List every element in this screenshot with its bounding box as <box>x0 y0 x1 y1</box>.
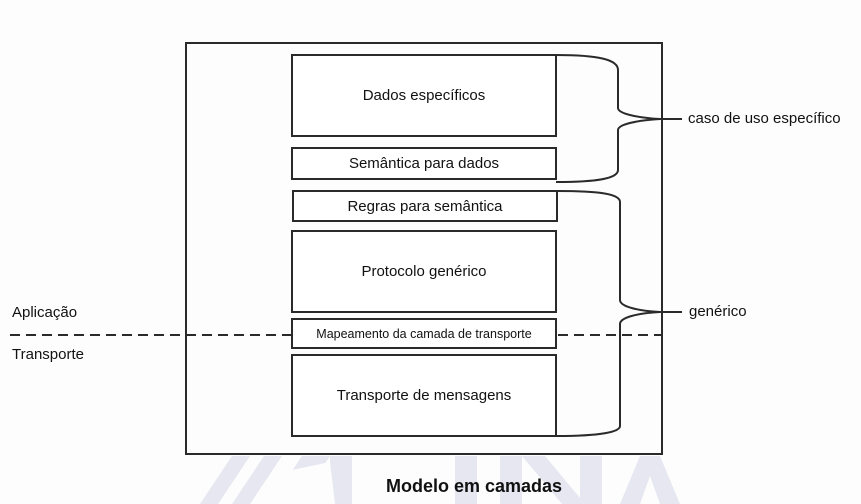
group-label-generico: genérico <box>689 303 747 320</box>
boundary-label-transporte: Transporte <box>12 346 84 363</box>
layer-label: Semântica para dados <box>348 155 500 172</box>
group-label-caso-de-uso-especifico: caso de uso específico <box>688 110 841 127</box>
layer-label: Mapeamento da camada de transporte <box>316 326 532 341</box>
layer-transporte-mensagens: Transporte de mensagens <box>291 354 557 437</box>
watermark-stroke <box>330 456 352 504</box>
watermark-stroke <box>580 456 602 504</box>
watermark-stroke <box>232 456 282 504</box>
layer-semantica-para-dados: Semântica para dados <box>291 147 557 180</box>
boundary-label-aplicacao: Aplicação <box>12 304 78 321</box>
figure-caption: Modelo em camadas <box>386 476 563 496</box>
outer-frame <box>185 42 663 455</box>
layer-mapeamento-transporte: Mapeamento da camada de transporte <box>291 318 557 349</box>
layer-label: Protocolo genérico <box>361 263 487 280</box>
layer-label: Dados específicos <box>362 87 486 104</box>
watermark-stroke <box>455 456 477 504</box>
watermark-stroke <box>200 456 250 504</box>
layer-dados-especificos: Dados específicos <box>291 54 557 137</box>
layer-regras-para-semantica: Regras para semântica <box>292 190 558 222</box>
layer-label: Transporte de mensagens <box>336 387 512 404</box>
layer-label: Regras para semântica <box>347 197 503 215</box>
layer-protocolo-generico: Protocolo genérico <box>291 230 557 313</box>
watermark-stroke <box>522 456 585 504</box>
brace-caso-de-uso-especifico <box>555 54 661 183</box>
brace-generico <box>556 190 661 437</box>
watermark-stroke <box>620 456 680 504</box>
watermark-stroke <box>500 456 522 504</box>
watermark-logo <box>200 456 680 504</box>
